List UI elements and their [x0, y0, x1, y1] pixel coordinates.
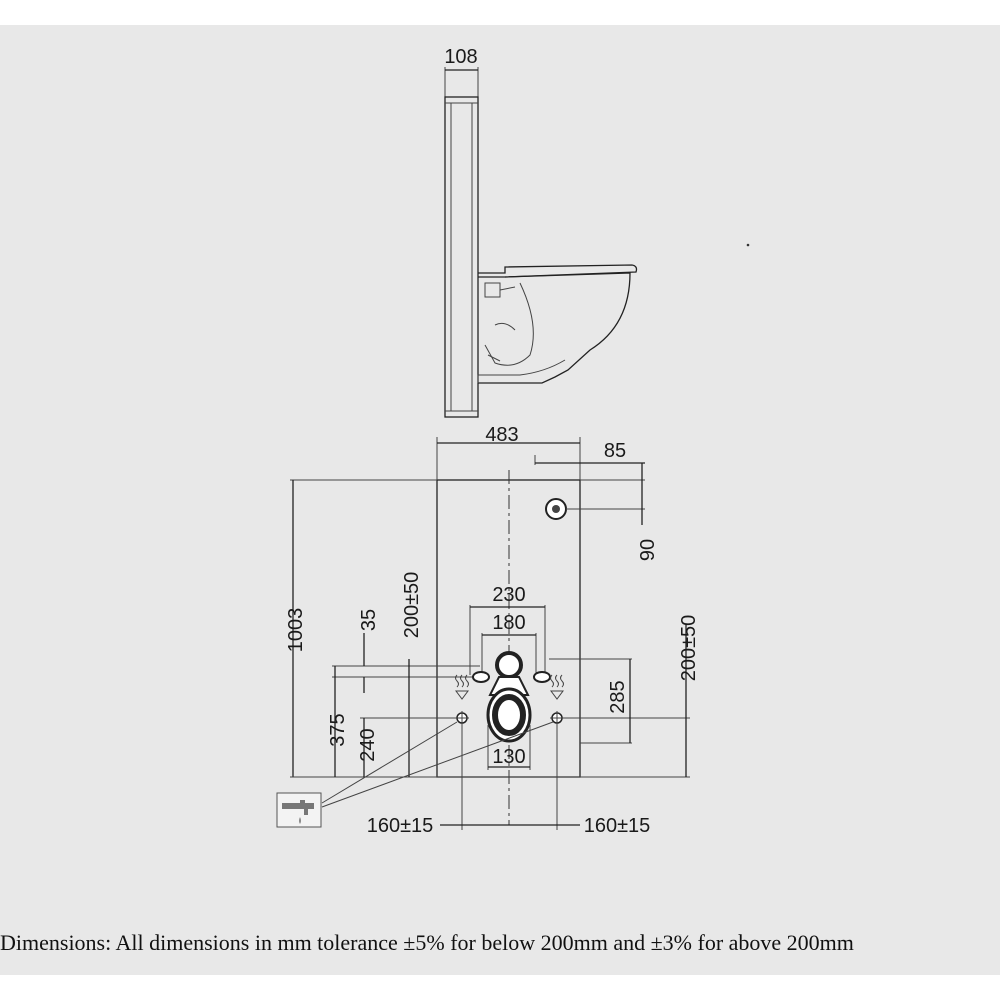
dim-height-285: 285	[607, 680, 629, 713]
dim-top-drop: 90	[637, 539, 659, 561]
right-bolt	[533, 671, 551, 683]
dim-top-offset: 85	[604, 440, 626, 462]
dim-right-offset: 160±15	[584, 815, 651, 837]
flush-button	[545, 498, 567, 520]
dim-small-gap: 35	[358, 609, 380, 631]
hot-water-icon	[550, 674, 564, 700]
front-view: 483 85 90 1003 230 180	[276, 424, 700, 837]
dimensions-note: Dimensions: All dimensions in mm toleran…	[0, 930, 854, 955]
left-water-inlet	[455, 711, 469, 725]
side-view: 108	[444, 46, 638, 418]
dim-panel-width: 483	[485, 424, 518, 446]
dim-outer-spacing: 230	[492, 584, 525, 606]
technical-drawing: 108 483	[276, 46, 750, 837]
side-panel	[444, 96, 479, 418]
dim-height-240: 240	[357, 728, 379, 761]
right-water-inlet	[550, 711, 564, 725]
dim-height-375: 375	[327, 713, 349, 746]
dim-left-offset: 160±15	[367, 815, 434, 837]
dim-outlet-width: 130	[492, 746, 525, 768]
left-bolt	[472, 671, 490, 683]
dim-total-height: 1003	[285, 608, 307, 653]
dim-left-tolerance: 200±50	[401, 572, 423, 639]
drawing-background: 108 483	[0, 25, 1000, 975]
water-tap-icon	[276, 792, 322, 828]
waste-outlet	[486, 651, 532, 743]
toilet-side-profile	[477, 264, 638, 384]
dim-side-depth: 108	[444, 46, 477, 68]
dim-inner-spacing: 180	[492, 612, 525, 634]
dim-right-tolerance: 200±50	[678, 615, 700, 682]
hot-water-icon	[455, 674, 469, 700]
